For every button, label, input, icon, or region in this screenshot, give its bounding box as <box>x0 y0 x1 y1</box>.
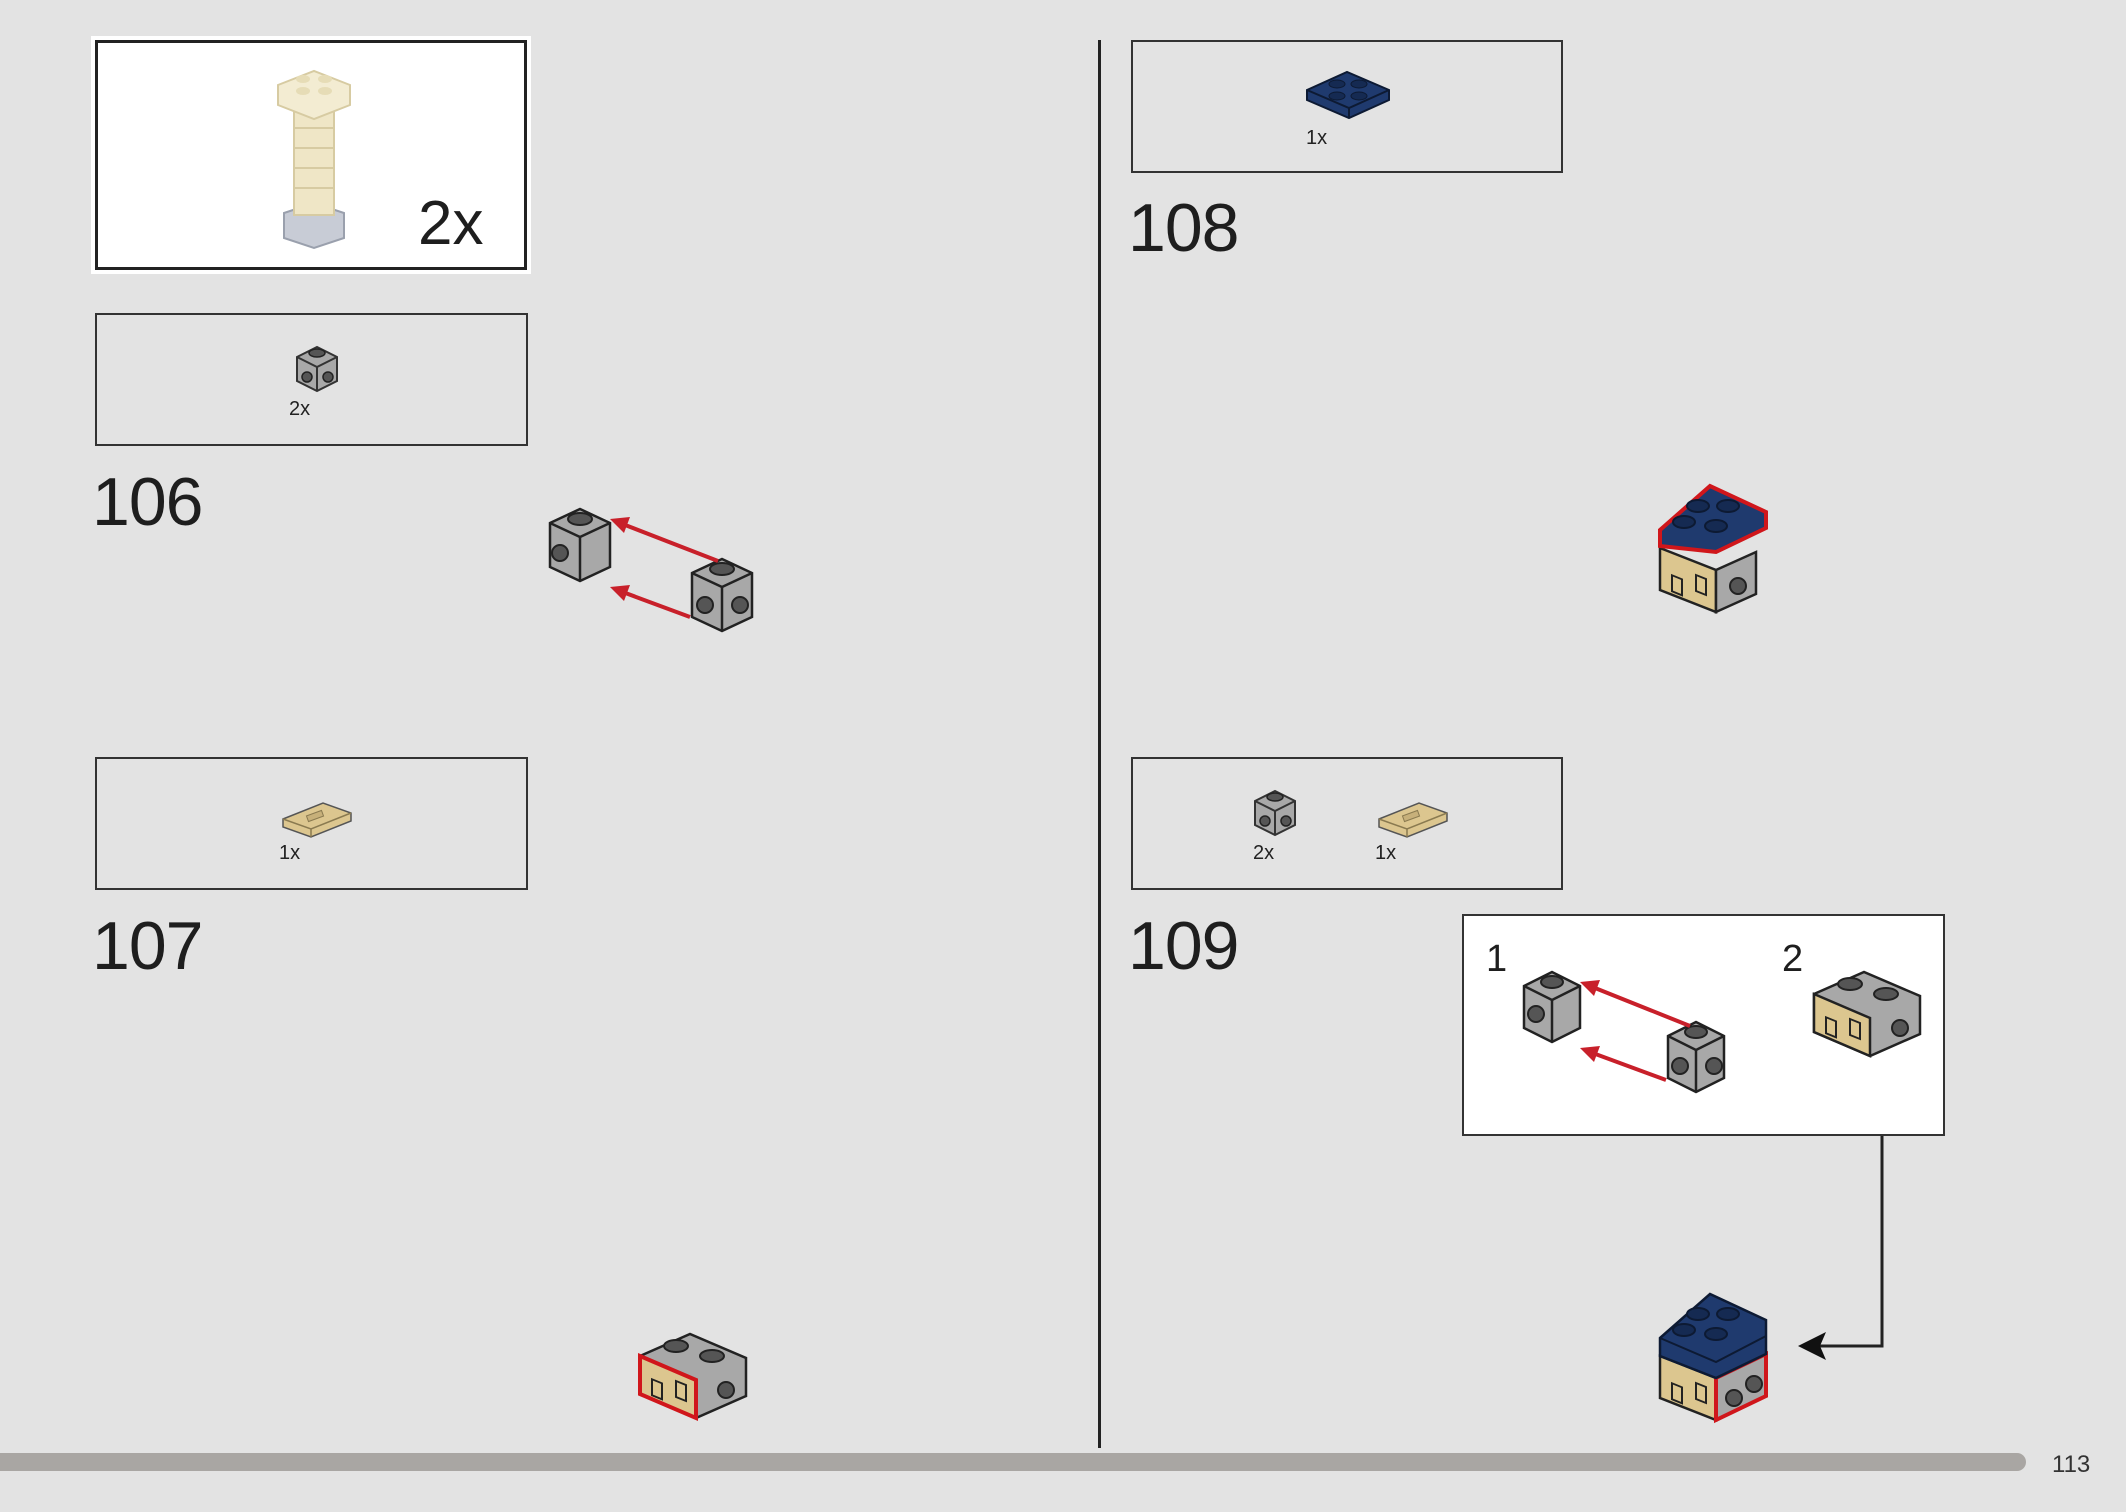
part-quantity: 1x <box>1306 127 1328 149</box>
part-quantity: 1x <box>1375 842 1397 864</box>
gray-1x1-brick-with-studs-on-side-icon <box>296 345 338 393</box>
gray-1x1-brick-with-studs-on-side-icon <box>1254 789 1296 837</box>
substep-number-2: 2 <box>1782 938 1804 980</box>
page-divider <box>1098 40 1101 1448</box>
step-106-illustration <box>548 507 754 633</box>
tan-1x2-tile-with-groove-icon <box>1378 802 1448 838</box>
page-number: 113 <box>2052 1451 2091 1478</box>
gray-brick-new-icon <box>690 557 754 633</box>
part-quantity: 1x <box>279 842 301 864</box>
gray-brick-placed-icon <box>548 507 612 583</box>
callout-connector-arrow <box>1798 1136 1884 1360</box>
substep-1-illustration <box>1522 970 1726 1094</box>
parts-list-step-108: 1x <box>1131 40 1563 173</box>
step-number-106: 106 <box>92 464 203 540</box>
dark-blue-2x2-plate-icon <box>1306 70 1390 120</box>
substep-box: 1 2 <box>1462 914 1945 1136</box>
substep-2-illustration <box>1812 970 1922 1058</box>
step-107-illustration <box>638 1332 748 1422</box>
parts-list-step-109: 2x 1x <box>1131 757 1563 890</box>
red-arrow-icon <box>610 517 719 619</box>
substep-number-1: 1 <box>1486 938 1508 980</box>
parts-list-step-106: 2x <box>95 313 528 446</box>
progress-bar <box>0 1453 2026 1471</box>
parts-list-step-107: 1x <box>95 757 528 890</box>
step-108-illustration <box>1658 483 1768 614</box>
callout-quantity: 2x <box>418 189 484 258</box>
tan-1x2-tile-with-groove-icon <box>282 802 352 838</box>
tan-column-subassembly-icon <box>277 69 351 250</box>
step-number-109: 109 <box>1128 908 1239 984</box>
step-number-107: 107 <box>92 908 203 984</box>
step-109-illustration <box>1658 1292 1768 1424</box>
part-quantity: 2x <box>289 398 311 420</box>
step-number-108: 108 <box>1128 190 1239 266</box>
subassembly-callout: 2x <box>91 36 531 274</box>
part-quantity: 2x <box>1253 842 1275 864</box>
